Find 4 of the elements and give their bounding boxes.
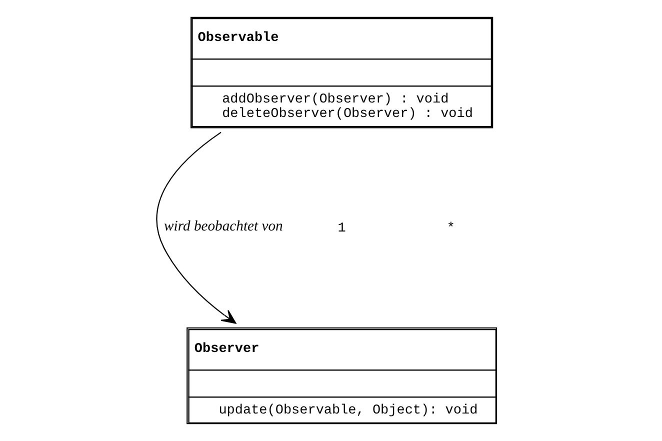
label: * <box>446 221 455 236</box>
edge-label: wird beobachtet von <box>164 218 283 235</box>
arrow <box>156 132 236 324</box>
label: 1 <box>338 221 346 236</box>
